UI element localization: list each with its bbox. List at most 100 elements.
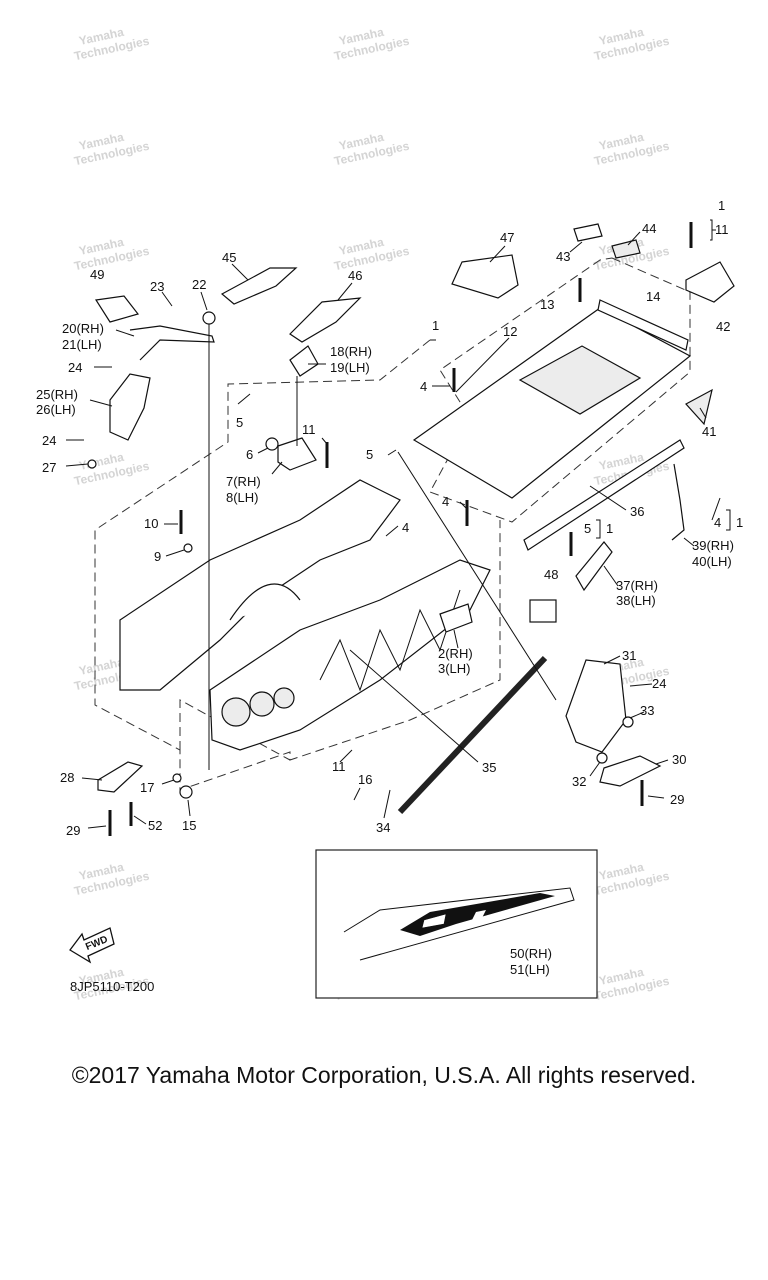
callout-38: 38(LH): [616, 593, 656, 608]
leader-lines: [65, 219, 731, 941]
part-45-pad: [220, 267, 298, 305]
callout-8: 8(LH): [226, 490, 259, 505]
leader-15: [187, 799, 191, 817]
callout-11c: 11: [332, 759, 346, 774]
leader-34: [383, 789, 391, 819]
part-14-rail: [597, 299, 689, 351]
leader-27: [65, 463, 89, 467]
callout-1a: 1: [718, 198, 725, 213]
leader-30: [655, 759, 669, 765]
callout-34: 34: [376, 820, 390, 835]
callout-47: 47: [500, 230, 514, 245]
callout-3: 3(LH): [438, 661, 471, 676]
lower-parts: [97, 541, 662, 815]
callout-50: 50(RH): [510, 946, 552, 961]
part-28-pad: [97, 761, 144, 793]
diagram-code: 8JP5110-T200: [70, 979, 154, 994]
fastener-15: [179, 785, 193, 799]
bracket-4c: [726, 509, 731, 531]
leader-5b-long: [397, 451, 557, 701]
callout-37: 37(RH): [616, 578, 658, 593]
part-7-bracket: [277, 437, 317, 471]
part-43-pad: [573, 223, 603, 242]
leader-33: [629, 711, 645, 719]
leader-31: [603, 655, 621, 665]
fastener-17: [172, 773, 182, 783]
callout-17: 17: [140, 780, 154, 795]
fastener-22-nut: [202, 311, 216, 325]
leader-4c: [711, 497, 721, 521]
part-44-pad: [611, 239, 641, 259]
frame-hole-1: [221, 697, 251, 727]
part-25-bracket: [109, 373, 151, 441]
callout-24a: 24: [68, 360, 82, 375]
leader-46: [337, 282, 353, 301]
decal-logo: [421, 913, 447, 929]
callout-1d: 1: [606, 521, 613, 536]
part-1-frame-left: [119, 479, 401, 691]
callout-1b: 1: [432, 318, 439, 333]
callout-46: 46: [348, 268, 362, 283]
leader-37: [603, 565, 619, 587]
callout-41: 41: [702, 424, 716, 439]
part-35-bar: [397, 655, 548, 815]
main-frame: [119, 479, 491, 751]
decal-inset: 50(RH) 51(LH): [315, 849, 598, 999]
callout-25: 25(RH): [36, 387, 78, 402]
callout-9: 9: [154, 549, 161, 564]
leader-32: [589, 761, 601, 777]
callout-20: 20(RH): [62, 321, 104, 336]
callout-35: 35: [482, 760, 496, 775]
callout-29a: 29: [66, 823, 80, 838]
callout-16: 16: [358, 772, 372, 787]
leader-9: [165, 549, 185, 557]
callout-23: 23: [150, 279, 164, 294]
fastener-33: [622, 716, 634, 728]
callout-4a: 4: [420, 379, 427, 394]
leader-25: [89, 399, 113, 407]
leader-29a: [87, 825, 107, 829]
callout-4c: 4: [714, 515, 721, 530]
leader-17: [161, 779, 175, 785]
callout-5a: 5: [236, 415, 243, 430]
decal-graphic-white: [472, 910, 486, 920]
frame-truss: [319, 589, 461, 692]
leader-11c: [339, 749, 353, 763]
callouts: 1 11 44 43 47 49 22 45 23 46 13 14 42 20…: [36, 198, 743, 838]
frame-arch: [229, 583, 301, 621]
callout-43: 43: [556, 249, 570, 264]
leader-23: [161, 291, 173, 307]
fwd-arrow-icon: [69, 927, 115, 964]
leader-29b: [647, 795, 665, 799]
callout-30: 30: [672, 752, 686, 767]
callout-1c: 1: [736, 515, 743, 530]
callout-45: 45: [222, 250, 236, 265]
decal-inset-frame: [315, 849, 598, 999]
part-41-flap: [685, 388, 713, 426]
callout-32: 32: [572, 774, 586, 789]
leader-47: [489, 245, 506, 263]
leader-52: [133, 815, 147, 825]
leader-24c: [629, 683, 653, 687]
part-46-pad: [289, 297, 362, 343]
fasteners: [87, 222, 693, 836]
callout-44: 44: [642, 221, 656, 236]
callout-24c: 24: [652, 676, 666, 691]
callout-7: 7(RH): [226, 474, 261, 489]
part-2-plate: [439, 603, 473, 633]
callout-5b: 5: [366, 447, 373, 462]
leader-45: [231, 263, 249, 281]
frame-hole-2: [249, 691, 275, 717]
leader-5a: [237, 393, 251, 405]
callout-6: 6: [246, 447, 253, 462]
leader-5b: [387, 449, 397, 456]
callout-11a: 11: [715, 222, 729, 237]
fastener-6-nut: [265, 437, 279, 451]
leader-11b: [321, 437, 328, 445]
fastener-9: [183, 543, 193, 553]
callout-18: 18(RH): [330, 344, 372, 359]
fwd-arrow: FWD: [69, 927, 115, 964]
callout-10: 10: [144, 516, 158, 531]
callout-19: 19(LH): [330, 360, 370, 375]
leader-36: [589, 485, 627, 511]
